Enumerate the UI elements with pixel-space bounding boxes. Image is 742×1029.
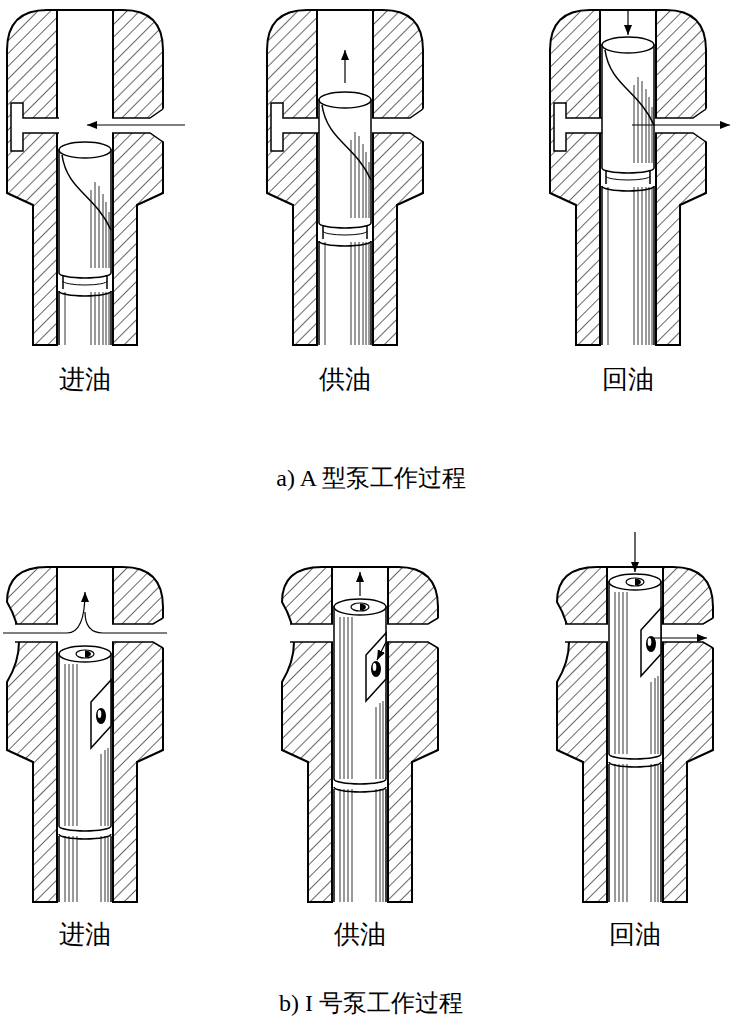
drawing-part [377,642,386,660]
intake-figure [7,10,185,550]
return-figure [550,10,730,445]
intake-figure [3,567,167,1029]
drawing-part [87,124,185,125]
figure-caption: a) A 型泵工作过程 [276,464,465,493]
drawing-part [632,124,730,125]
drawing-part [601,37,655,345]
delivery-figure [280,567,441,1007]
drawing-part [85,612,167,633]
stage-label: 回油 [609,919,661,950]
stage-label: 供油 [334,919,386,950]
drawing-part [58,142,112,345]
drawing-part [333,599,387,902]
drawing-part [3,592,85,633]
drawing-part [58,646,112,902]
drawing-part [627,11,628,35]
drawing-part [608,574,662,902]
drawing-part [344,50,345,83]
drawing-part [318,92,372,345]
drawing-part [359,572,360,596]
drawing-part [58,646,112,902]
drawing-part [333,599,387,902]
stage-label: 回油 [602,364,654,395]
figure-caption: b) I 号泵工作过程 [279,989,463,1018]
delivery-figure [267,10,426,500]
drawing-part [653,637,707,638]
drawing-part [318,92,372,345]
stage-label: 供油 [319,364,371,395]
stage-label: 进油 [59,364,111,395]
drawing-part [601,37,655,345]
drawing-part [634,532,635,572]
stage-label: 进油 [59,919,111,950]
drawing-part [608,574,662,902]
return-figure [555,532,716,982]
drawing-part [58,142,112,345]
